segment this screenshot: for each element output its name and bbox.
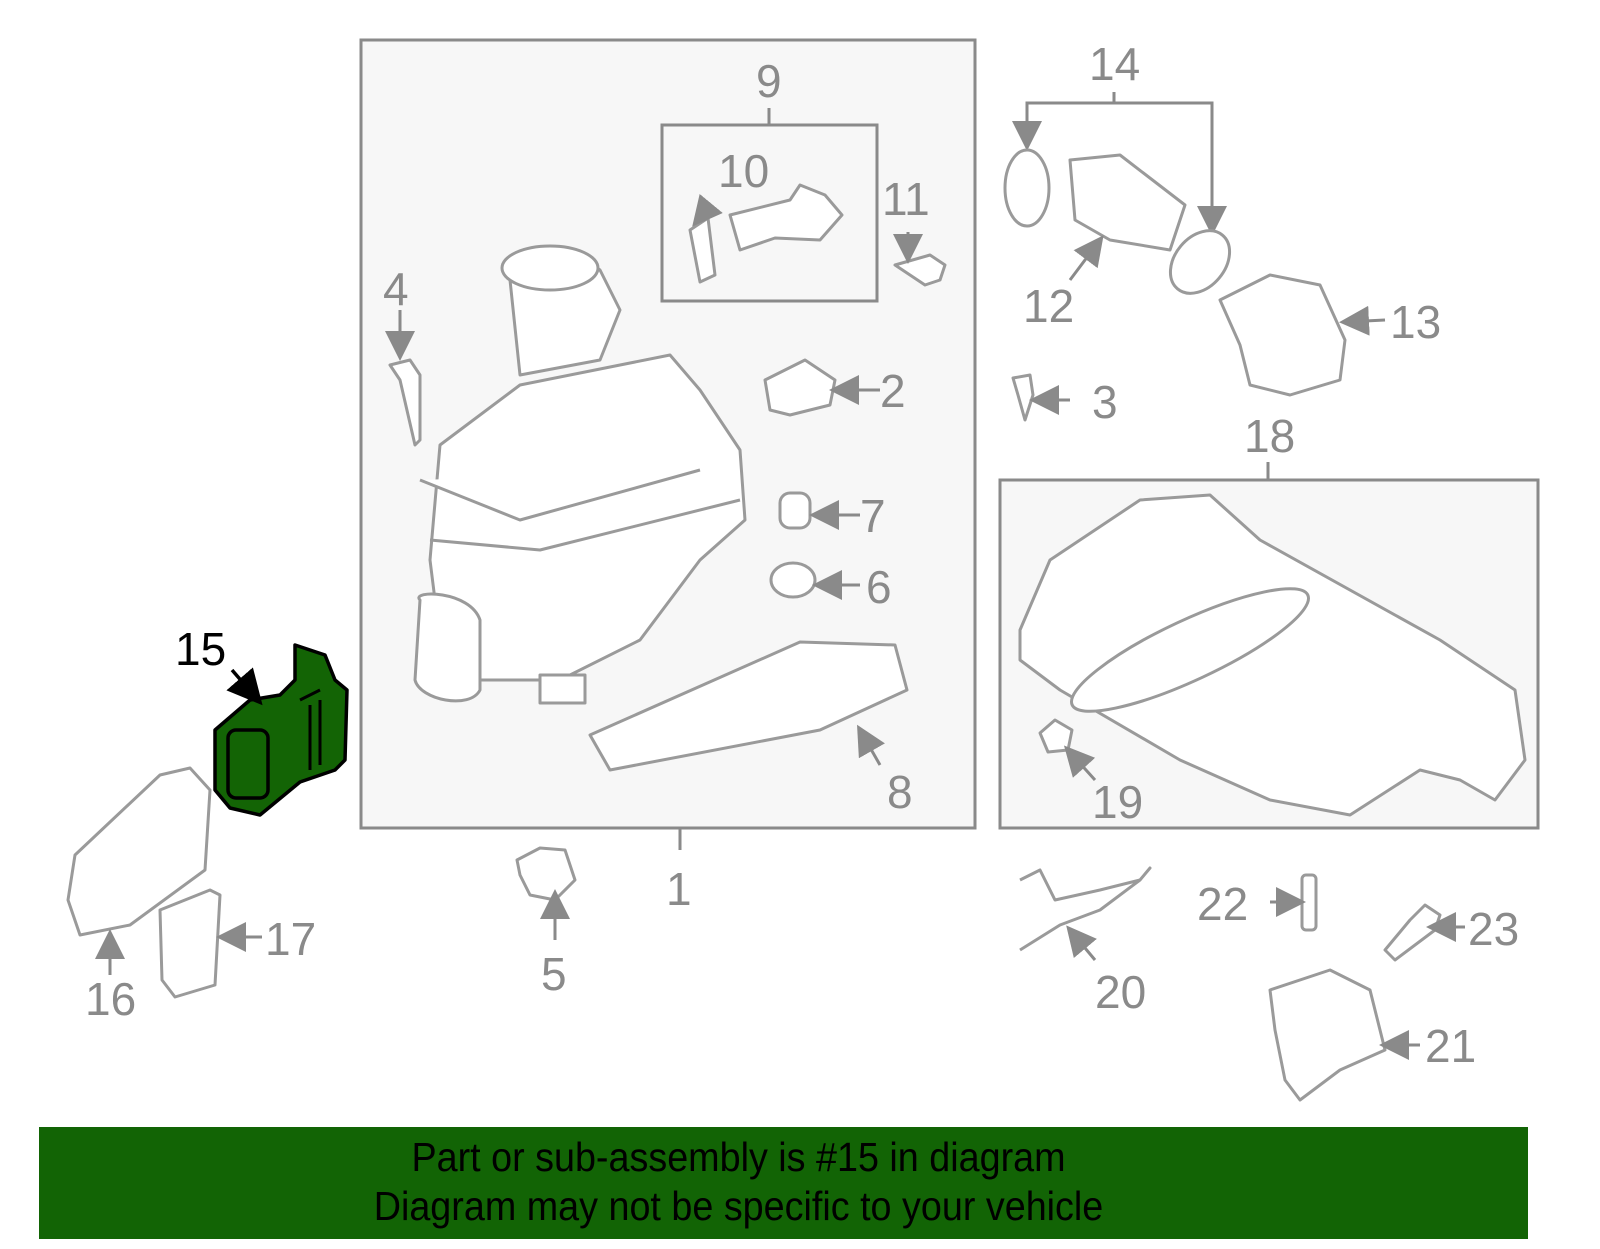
part-2 <box>763 358 837 417</box>
banner-line-2: Diagram may not be specific to your vehi… <box>373 1183 1104 1229</box>
callout-3: 3 <box>1092 376 1118 428</box>
clamp-part-14a <box>1003 148 1051 228</box>
callout-1: 1 <box>666 863 692 915</box>
clip-part-3 <box>1011 373 1035 422</box>
air-cleaner-housing <box>413 244 747 705</box>
callout-19: 19 <box>1092 776 1143 828</box>
part-info-banner: Part or sub-assembly is #15 in diagram D… <box>39 1127 1528 1239</box>
callout-8: 8 <box>887 766 913 818</box>
duct-part-16 <box>66 766 212 937</box>
seal-part-17 <box>158 888 222 999</box>
grommet-part-6 <box>769 561 817 599</box>
clamp-part-14b <box>1168 229 1232 295</box>
callout-16: 16 <box>85 973 136 1025</box>
callout-9: 9 <box>756 55 782 107</box>
callout-21: 21 <box>1425 1020 1476 1072</box>
callout-22: 22 <box>1197 878 1248 930</box>
callout-5: 5 <box>541 948 567 1000</box>
bolt-part-23 <box>1383 903 1442 962</box>
bracket-part-21 <box>1268 968 1387 1102</box>
air-duct-part-15-highlighted <box>213 643 349 817</box>
air-filter-part-8 <box>588 640 909 772</box>
callout-15: 15 <box>175 623 226 675</box>
part-22 <box>1300 873 1318 932</box>
callout-23: 23 <box>1468 903 1519 955</box>
callout-17: 17 <box>265 913 316 965</box>
callout-14: 14 <box>1089 38 1140 90</box>
throttle-part-13 <box>1218 273 1347 397</box>
bracket-part-20 <box>1019 866 1152 952</box>
callout-12: 12 <box>1023 280 1074 332</box>
engine-cover-part-18 <box>1018 493 1527 817</box>
intake-hose-part-12 <box>1068 153 1187 252</box>
callout-6: 6 <box>866 561 892 613</box>
callout-4: 4 <box>383 263 409 315</box>
callout-10: 10 <box>718 145 769 197</box>
leader-arrows <box>95 193 1465 1060</box>
callout-11: 11 <box>882 173 930 225</box>
banner-line-1: Part or sub-assembly is #15 in diagram <box>411 1134 1066 1180</box>
callout-18: 18 <box>1244 410 1295 462</box>
sensor-part-10 <box>688 183 844 284</box>
bracket-part-5 <box>515 846 577 902</box>
callout-20: 20 <box>1095 966 1146 1018</box>
nut-part-19 <box>1038 718 1074 754</box>
grommet-part-7 <box>778 491 812 530</box>
callout-13: 13 <box>1390 296 1441 348</box>
callout-7: 7 <box>860 490 886 542</box>
callout-2: 2 <box>880 365 906 417</box>
